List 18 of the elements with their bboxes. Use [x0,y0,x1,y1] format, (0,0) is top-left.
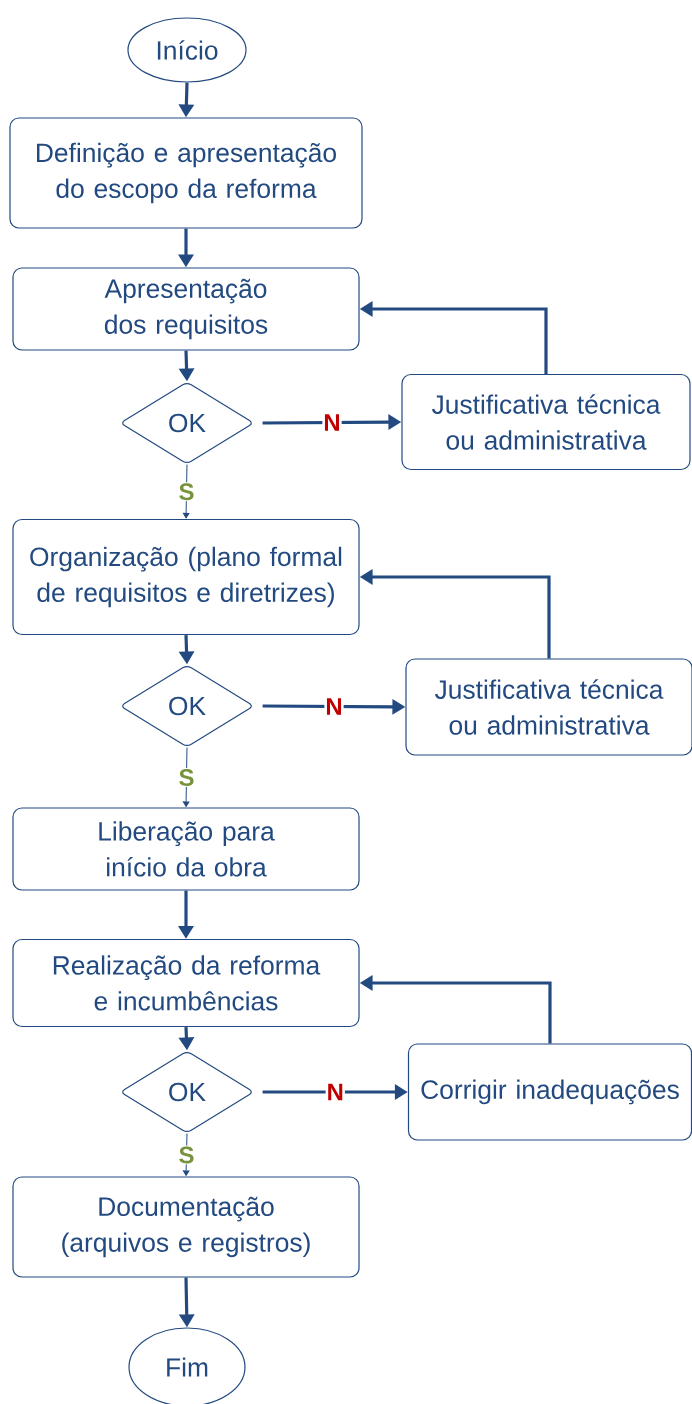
process-box: Justificativa técnica ou administrativa [401,373,691,471]
process-box: Documentação (arquivos e registros) [12,1176,360,1278]
process-box: Justificativa técnica ou administrativa [405,658,692,756]
process-box: Definição e apresentação do escopo da reforma [9,117,363,229]
arrow [182,464,190,519]
edge-label: N [325,1082,345,1102]
edge-label: S [177,1145,196,1165]
arrow [182,747,190,807]
process-box: Apresentação dos requisitos [12,267,360,351]
process-box: Liberação para início da obra [12,807,360,891]
process-box: Realização da reforma e incumbências [12,938,360,1028]
edge-label: S [177,482,196,502]
arrow [182,1133,190,1176]
edge-label: S [177,768,196,787]
process-box: Corrigir inadequações [407,1043,692,1141]
process-box: Organização (plano formal de requisitos e diretrizes) [12,518,360,636]
edge-label: N [324,697,344,716]
edge-label: N [322,413,342,432]
